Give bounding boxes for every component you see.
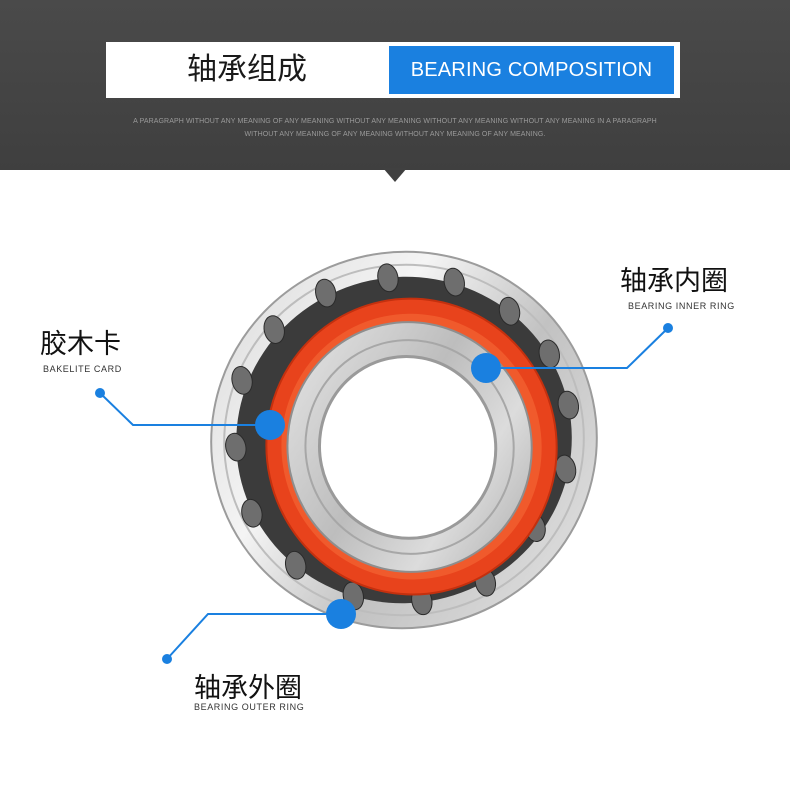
title-chinese: 轴承组成	[187, 52, 307, 87]
bearing-diagram	[0, 170, 790, 787]
subtitle-line-2: WITHOUT ANY MEANING OF ANY MEANING WITHO…	[244, 131, 546, 138]
bore	[317, 355, 498, 540]
subtitle-line-1: A PARAGRAPH WITHOUT ANY MEANING OF ANY M…	[133, 118, 657, 125]
ball-set	[225, 263, 580, 616]
callout-end-dot-icon	[663, 323, 673, 333]
header-notch-arrow	[383, 168, 407, 182]
callout-dot-icon	[326, 599, 356, 629]
label-bakelite-zh: 胶木卡	[40, 329, 121, 360]
label-inner-ring-en: BEARING INNER RING	[628, 301, 735, 311]
title-bar: 轴承组成 BEARING COMPOSITION	[106, 42, 680, 98]
label-outer-ring-zh: 轴承外圈	[194, 673, 302, 704]
label-outer-ring-en: BEARING OUTER RING	[194, 702, 305, 712]
title-english-badge: BEARING COMPOSITION	[389, 46, 674, 94]
label-bakelite-en: BAKELITE CARD	[43, 364, 122, 374]
callout-inner-ring	[471, 323, 673, 383]
callout-dot-icon	[471, 353, 501, 383]
callout-outer-ring	[162, 599, 356, 664]
callout-end-dot-icon	[95, 388, 105, 398]
callout-bakelite	[95, 388, 285, 440]
callout-dot-icon	[255, 410, 285, 440]
label-inner-ring-zh: 轴承内圈	[620, 266, 728, 297]
callout-end-dot-icon	[162, 654, 172, 664]
bearing-image	[95, 250, 673, 664]
